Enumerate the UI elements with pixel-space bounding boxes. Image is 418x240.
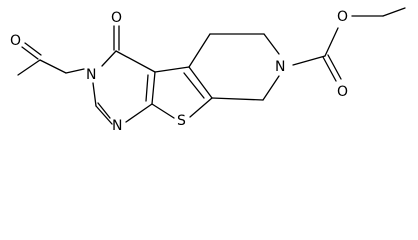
n7-nitrogen-label: N [275, 59, 285, 75]
bond-n1-c2 [95, 105, 113, 125]
bond-c4-c4a [115, 50, 156, 73]
bond-ch2-n3 [65, 68, 85, 74]
bond-ester-c-o-single [324, 27, 339, 57]
n1-nitrogen-label: N [112, 118, 122, 134]
bond-methyl-ketone [17, 59, 41, 76]
bond-s-c8a [151, 103, 175, 119]
bond-c8a-n1 [125, 103, 153, 123]
bond-c8-c8b [211, 97, 264, 101]
bond-n1-c2-double [97, 102, 111, 119]
n3-nitrogen-label: N [86, 67, 96, 83]
bond-c8b-s [189, 97, 213, 118]
bond-ester-c-o-a [322, 56, 337, 82]
bond-c6-n7 [263, 33, 280, 55]
bond-c4a-c8a [151, 71, 156, 105]
ketone-oxygen-label: O [10, 33, 21, 49]
bond-c4a-c4b [154, 66, 190, 73]
bond-c8a-c8a-double [145, 74, 149, 102]
ester-single-oxygen-label: O [337, 9, 348, 25]
bond-n7-c8 [262, 75, 280, 101]
chemical-structure-diagram: O O N N S N O O [10, 7, 406, 134]
bond-ester-c-o-b [327, 54, 342, 80]
carbonyl-oxygen-label: O [111, 10, 122, 26]
bond-ketone-ch2 [39, 59, 67, 74]
bond-n7-ester-c [292, 55, 326, 66]
bond-ch2-ch3 [382, 7, 406, 17]
bond-c4b-c5 [188, 33, 211, 68]
bond-c4b-c8b [188, 66, 213, 99]
bond-c4b-c8b-double [183, 72, 205, 99]
sulfur-label: S [177, 113, 186, 129]
bond-n3-c4 [101, 50, 117, 67]
bond-c2-n3 [92, 82, 97, 107]
bond-ketone-co-b [24, 42, 42, 56]
bond-ketone-co-a [21, 46, 39, 60]
ester-double-oxygen-label: O [337, 84, 348, 100]
